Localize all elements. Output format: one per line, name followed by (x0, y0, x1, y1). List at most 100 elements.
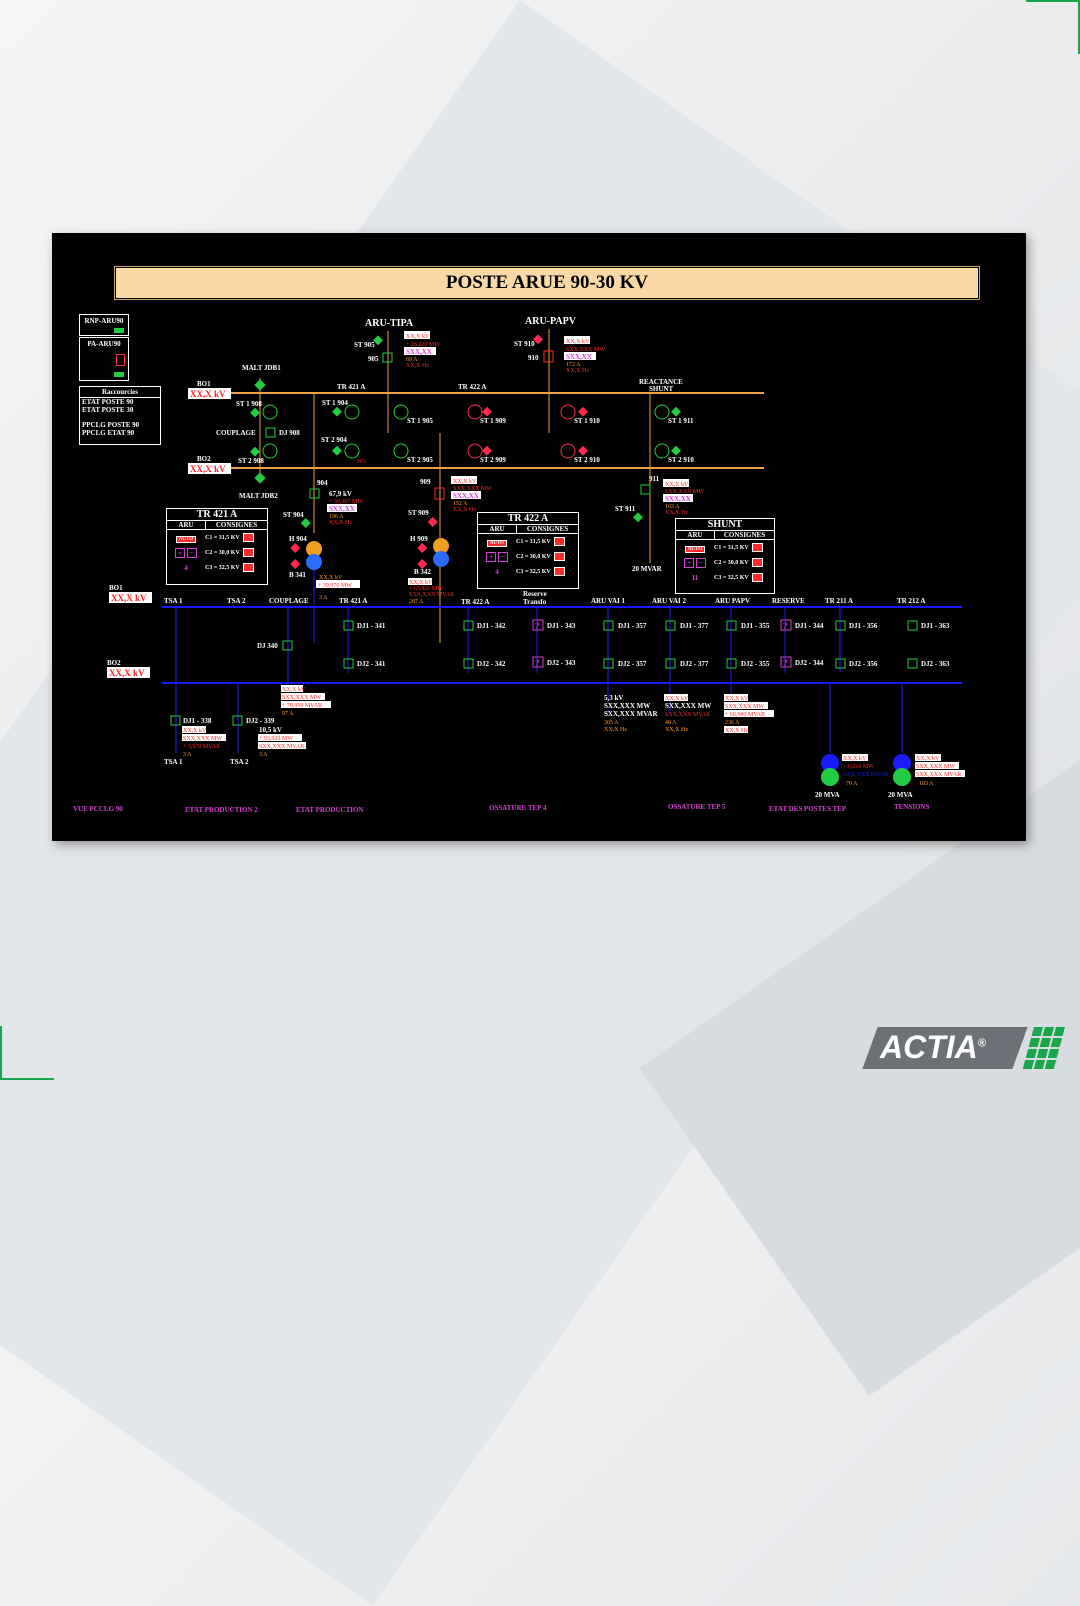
dj911-breaker[interactable] (640, 484, 651, 495)
shortcut-ppclg-etat-90[interactable]: PPCLG ETAT 90 (82, 429, 135, 437)
st1908-switch[interactable] (250, 407, 260, 418)
dj2341-breaker[interactable] (343, 658, 354, 669)
vai2-measurements: XX,X kV SXX,XXX MW SXX,XXX MVAR 48 A XX,… (664, 694, 711, 733)
malt-jdb1-switch[interactable] (254, 379, 266, 391)
panel-shunt-minus-button[interactable]: − (695, 557, 706, 568)
st2905-switch[interactable] (467, 443, 483, 459)
nav-etat-production-2[interactable]: ETAT PRODUCTION 2 (185, 806, 258, 814)
panel-tr421-c3-toggle[interactable] (242, 563, 254, 572)
feeder-tr212: TR 212 A (897, 597, 925, 605)
h904-switch[interactable] (290, 543, 301, 553)
panel-tr421-minus-button[interactable]: − (186, 547, 197, 558)
h909-switch[interactable] (417, 543, 428, 553)
dj908-breaker[interactable] (265, 427, 276, 438)
dj1338-breaker[interactable] (170, 715, 181, 726)
dj1344-breaker[interactable] (780, 619, 792, 631)
dj1356-breaker[interactable] (835, 620, 846, 631)
st2908-switch[interactable] (250, 446, 260, 457)
vai1-measurements: 5,3 kV SXX,XXX MW SXX,XXX MVAR 305 A XX,… (602, 694, 658, 733)
tr212-transformer-hv[interactable] (893, 754, 911, 772)
panel-tr421-plus-button[interactable]: + (175, 547, 186, 558)
dj1377-breaker[interactable] (665, 620, 676, 631)
malt-jdb2-switch[interactable] (254, 472, 266, 484)
st2904-switch[interactable] (332, 445, 342, 456)
nav-ossature-tep-4[interactable]: OSSATURE TEP 4 (489, 804, 547, 812)
feeder-tsa1: TSA 1 (164, 597, 183, 605)
st2911-label: ST 2 910 (668, 456, 694, 464)
tr212-transformer-lv[interactable] (893, 768, 911, 786)
dj1357-breaker[interactable] (603, 620, 614, 631)
tsa1-kv: XX,X kV (183, 728, 207, 734)
panel-shunt-plus-button[interactable]: + (684, 557, 695, 568)
panel-shunt-c3-toggle[interactable] (751, 573, 763, 582)
dj2343-breaker[interactable] (532, 656, 544, 668)
rnp-box[interactable]: RNP-ARU90 (79, 314, 129, 336)
dj910-breaker[interactable] (543, 350, 554, 363)
dj2363-breaker[interactable] (907, 658, 918, 669)
panel-tr421-count: 4 (184, 563, 188, 572)
papv30-mw: SXX,XXX MW (725, 704, 764, 710)
panel-shunt-auto-button[interactable]: AUTO (684, 545, 706, 553)
tsa1-mw: SXX,XXX MW (183, 736, 222, 742)
dj2344-breaker[interactable] (780, 656, 792, 668)
shortcut-etat-poste-90[interactable]: ETAT POSTE 90 (82, 398, 134, 406)
panel-tr422-minus-button[interactable]: − (497, 551, 508, 562)
feeder-tr421: TR 421 A (339, 597, 367, 605)
dj2357-breaker[interactable] (603, 658, 614, 669)
rnp-indicator (114, 328, 124, 333)
pa-box[interactable]: PA-ARU90 (79, 337, 129, 381)
nav-tensions[interactable]: TENSIONS (894, 803, 930, 811)
tr211-transformer-hv[interactable] (821, 754, 839, 772)
dj1363-breaker[interactable] (907, 620, 918, 631)
b341-switch[interactable] (290, 559, 301, 569)
panel-tr421-c2-toggle[interactable] (242, 548, 254, 557)
dj2339-breaker[interactable] (232, 715, 243, 726)
tr211-measurements: XX,X kV + 6,210 MW SXX,XXX MVAR 70 A (842, 754, 888, 787)
st1905-switch[interactable] (467, 404, 483, 420)
dj905-breaker[interactable] (382, 352, 393, 363)
tr421-transformer-hv[interactable] (306, 541, 322, 557)
nav-vue-pcclg-90[interactable]: VUE PCCLG 90 (73, 805, 123, 813)
nav-etat-production[interactable]: ETAT PRODUCTION (296, 806, 363, 814)
st904-switch[interactable] (300, 518, 311, 528)
panel-tr421-c1-toggle[interactable] (242, 533, 254, 542)
panel-shunt-c1-toggle[interactable] (751, 543, 763, 552)
nav-etat-des-postes-tep[interactable]: ETAT DES POSTES TEP (769, 805, 847, 813)
dj909-breaker[interactable] (434, 487, 445, 500)
dj340-breaker[interactable] (282, 640, 293, 651)
tr422-mvar: SXX,XX (453, 492, 479, 500)
dj2355-breaker[interactable] (726, 658, 737, 669)
st909-switch[interactable] (427, 517, 438, 527)
panel-tr422-c2-toggle[interactable] (553, 552, 565, 561)
nav-ossature-tep-5[interactable]: OSSATURE TEP 5 (668, 803, 726, 811)
panel-tr422-auto-button[interactable]: AUTO (486, 539, 508, 547)
dj2342-breaker[interactable] (463, 658, 474, 669)
tr422-transformer-hv[interactable] (433, 538, 449, 554)
panel-tr422-c1-toggle[interactable] (553, 537, 565, 546)
tr422-transformer-lv[interactable] (433, 551, 449, 567)
shortcut-etat-poste-30[interactable]: ETAT POSTE 30 (82, 406, 134, 414)
panel-shunt-c2-toggle[interactable] (751, 558, 763, 567)
tr212-kv: XX,X kV (916, 756, 940, 762)
b342-switch[interactable] (417, 559, 428, 569)
tsa2-mvar: SXX,XXX MVAR (259, 744, 304, 750)
shortcut-ppclg-poste-90[interactable]: PPCLG POSTE 90 (82, 421, 140, 429)
panel-tr421-auto-button[interactable]: AUTO (175, 535, 197, 543)
dj2377-label: DJ2 - 377 (680, 660, 709, 668)
tr421-transformer-lv[interactable] (306, 554, 322, 570)
st910-switch[interactable] (533, 334, 543, 345)
dj1355-breaker[interactable] (726, 620, 737, 631)
dj2377-breaker[interactable] (665, 658, 676, 669)
panel-tr422-c3-toggle[interactable] (553, 567, 565, 576)
papv-mvar: SXX,XX (566, 353, 592, 361)
st1904-switch[interactable] (332, 406, 342, 417)
st911-switch[interactable] (633, 512, 643, 523)
panel-tr422-plus-button[interactable]: + (486, 551, 497, 562)
dj904-breaker[interactable] (309, 488, 320, 499)
dj1341-breaker[interactable] (343, 620, 354, 631)
dj1342-breaker[interactable] (463, 620, 474, 631)
tr211-transformer-lv[interactable] (821, 768, 839, 786)
single-line-diagram: BO1 XX,X kV BO2 XX,X kV MALT JDB1 MALT J… (73, 316, 965, 814)
dj1343-breaker[interactable] (532, 619, 544, 631)
dj2356-breaker[interactable] (835, 658, 846, 669)
